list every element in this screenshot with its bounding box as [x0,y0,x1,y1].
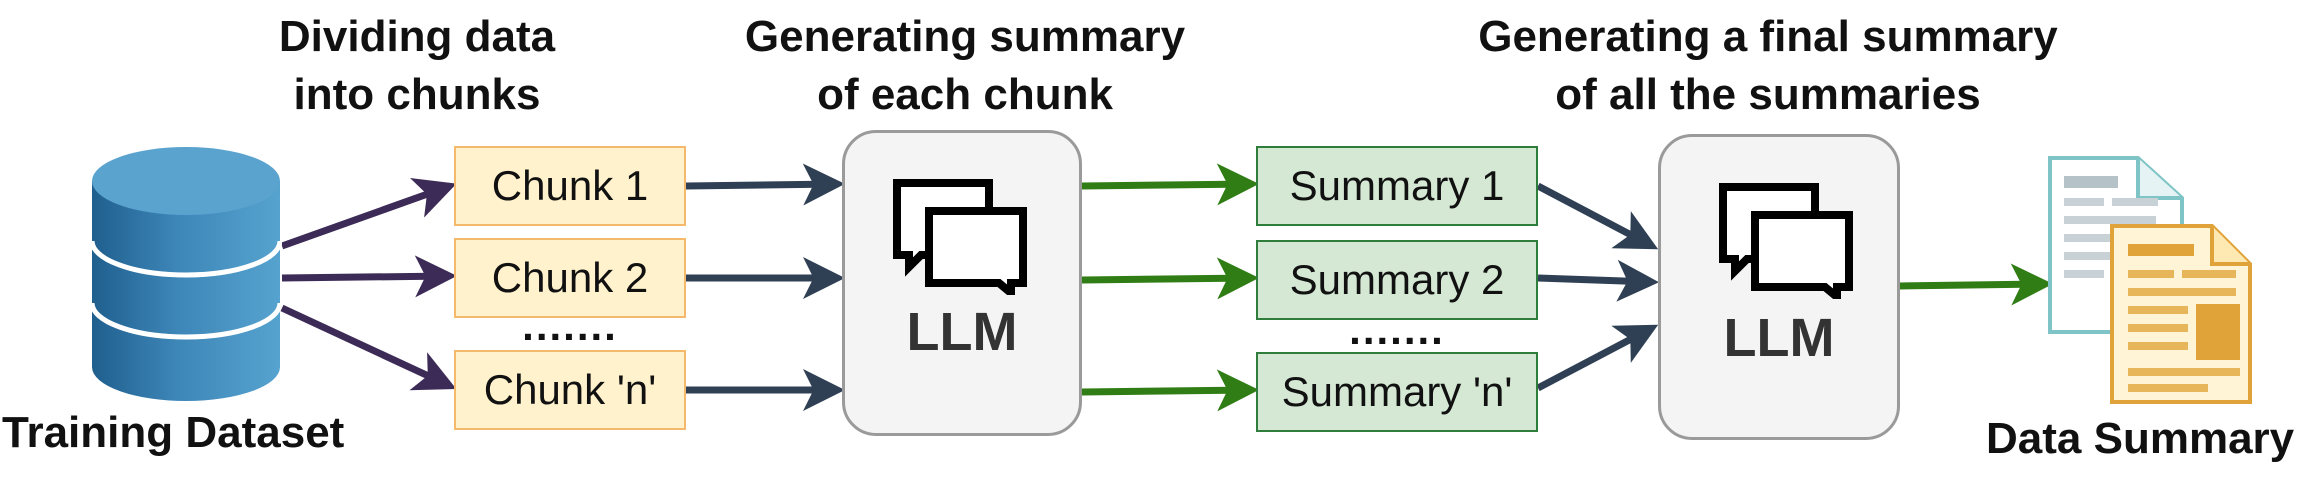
heading-dividing-data: Dividing data into chunks [278,12,556,119]
arrow-summary-2-to-llm [1537,259,1659,302]
arrow-summary-1-to-llm [1536,182,1659,250]
heading-final-summary: Generating a final summary of all the su… [1478,12,2058,119]
arrow-dataset-to-chunk-2 [281,255,457,298]
chunk-2-box: Chunk 2 [454,238,686,318]
chunk-n-box: Chunk 'n' [454,350,686,430]
summary-2-box: Summary 2 [1256,240,1538,320]
chat-bubbles-icon [1719,183,1853,299]
training-dataset-label: Training Dataset [2,408,345,457]
data-summary-label: Data Summary [1986,414,2295,463]
summary-n-box: Summary 'n' [1256,352,1538,432]
summary-ellipsis: ....... [1349,306,1445,353]
chat-bubbles-icon [893,179,1027,295]
arrow-llm-to-summary-2 [1081,257,1259,300]
arrow-llm-to-summary-1 [1081,163,1259,206]
llm-chunk-summarizer: LLM [842,130,1082,436]
documents-icon [2048,156,2252,404]
chunk-ellipsis: ....... [522,302,618,349]
arrow-dataset-to-chunk-n [280,304,457,391]
llm-label: LLM [906,302,1018,362]
summary-1-box: Summary 1 [1256,146,1538,226]
llm-final-summarizer: LLM [1658,134,1900,440]
arrow-llm-to-summary-n [1081,369,1259,412]
arrow-chunk-1-to-llm [685,163,845,206]
llm-label: LLM [1723,308,1835,368]
database-icon [90,147,282,401]
arrow-dataset-to-chunk-1 [280,177,457,250]
arrow-llm-to-data-summary [1899,263,2053,306]
heading-generating-summary: Generating summary of each chunk [744,12,1186,119]
chunk-1-box: Chunk 1 [454,146,686,226]
arrow-summary-n-to-llm [1536,324,1659,392]
